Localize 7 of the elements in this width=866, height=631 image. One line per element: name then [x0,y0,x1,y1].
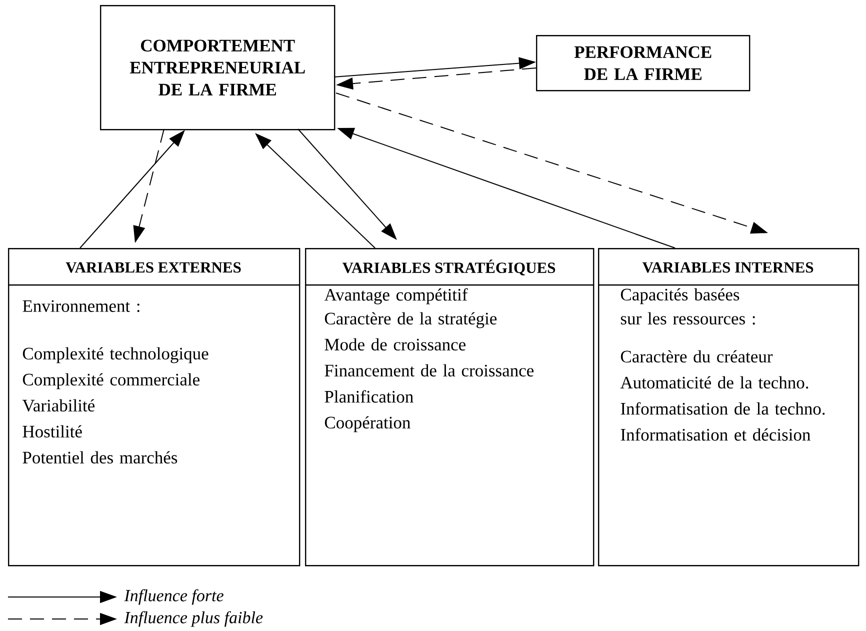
box: PERFORMANCE DE LA FIRME [536,35,750,92]
box: COMPORTEMENT ENTREPRENEURIAL DE LA FIRME [100,5,336,130]
variables-box: VARIABLES STRATÉGIQUES Avantage compétitif Caractère de la stratégie Mode de croissance Financement de la croissance Planification Coopération [305,248,594,566]
legend-text: Influence forte [124,589,224,605]
legend-text: Influence plus faible [124,611,263,627]
variables-box: VARIABLES EXTERNES Environnement : Complexité technologique Complexité commerciale Variabilité Hostilité Potentiel des marchés [8,248,300,566]
variables-box: VARIABLES INTERNES Capacités basées sur les ressources : Caractère du créateur Automaticité de la techno. Informatisation de la techno. Informatisation et décision [598,248,860,566]
